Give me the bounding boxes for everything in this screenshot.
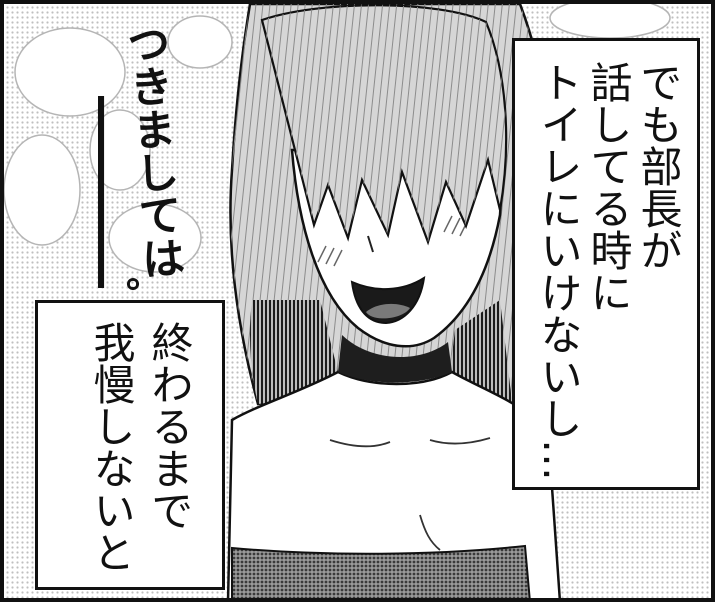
hair-bangs-texture [262, 5, 507, 243]
dress [231, 544, 532, 602]
collarbone-left [329, 439, 391, 448]
tongue [366, 303, 410, 319]
sfx-period: 。 [126, 255, 163, 296]
flower-petal [89, 109, 151, 191]
caption-line: 我慢しないと [87, 321, 136, 573]
hair-shadow-left [250, 300, 338, 404]
caption-box-left: 終わるまで 我慢しないと [35, 300, 225, 590]
caption-line: 終わるまで [145, 321, 194, 531]
blush-left [317, 245, 343, 267]
caption-line: 話してる時に [584, 61, 633, 313]
collarbone-right [429, 437, 491, 445]
flower-petal [167, 15, 233, 69]
caption-line: でも部長が [634, 61, 683, 271]
caption-line: トイレにいけないし… [534, 61, 583, 481]
flower-petal [108, 203, 202, 273]
cleavage-line [419, 514, 441, 551]
sfx-dash: ―― [76, 96, 132, 288]
flower-petal [549, 0, 671, 39]
caption-box-right: でも部長が 話してる時に トイレにいけないし… [512, 38, 700, 490]
flower-petal [3, 134, 81, 246]
neck-shadow [338, 335, 452, 383]
nose [367, 235, 374, 253]
background-flowers [3, 0, 671, 273]
flower-petal [14, 27, 126, 117]
